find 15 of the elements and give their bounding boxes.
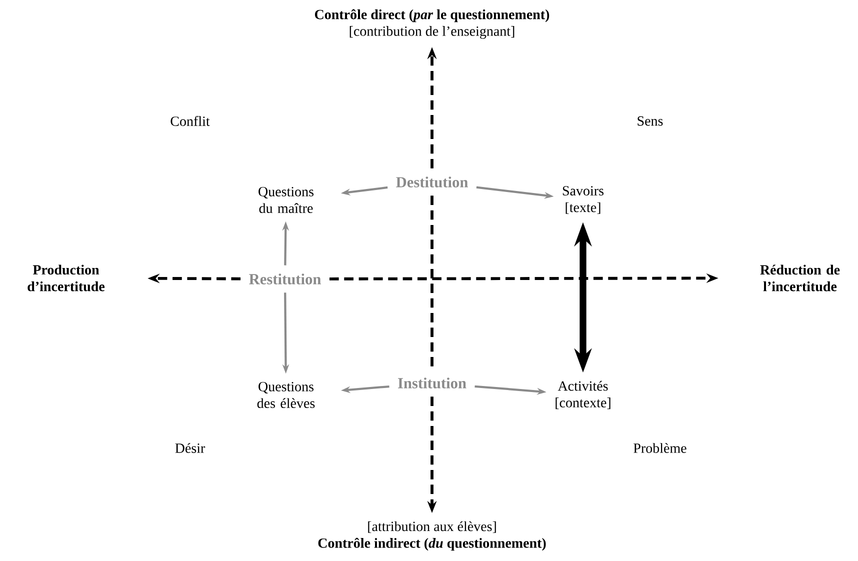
quadrant-label: Conflit bbox=[170, 116, 210, 126]
concept-label: Restitution bbox=[249, 274, 321, 284]
axis-label: Contrôle direct (par le questionnement) [contribution de l’enseignant] bbox=[314, 9, 550, 39]
quadrant-label: Désir bbox=[175, 443, 206, 453]
text-label: Savoirs [texte] bbox=[562, 186, 604, 214]
concept-label: Destitution bbox=[396, 176, 468, 188]
text-label: Questions du maître bbox=[258, 186, 314, 214]
axis-label: Production d’incertitude bbox=[28, 264, 105, 292]
axis-label: Réduction de l’incertitude bbox=[760, 264, 840, 292]
quadrant-label: Problème bbox=[634, 443, 686, 453]
quadrant-label: Sens bbox=[638, 116, 663, 126]
text-label: Questions des élèves bbox=[257, 382, 315, 408]
concept-label: Institution bbox=[398, 378, 466, 388]
text-label: Activités [contexte] bbox=[556, 380, 610, 410]
axis-label: [attribution aux élèves] Contrôle indirect (du questionnement) bbox=[318, 521, 546, 551]
